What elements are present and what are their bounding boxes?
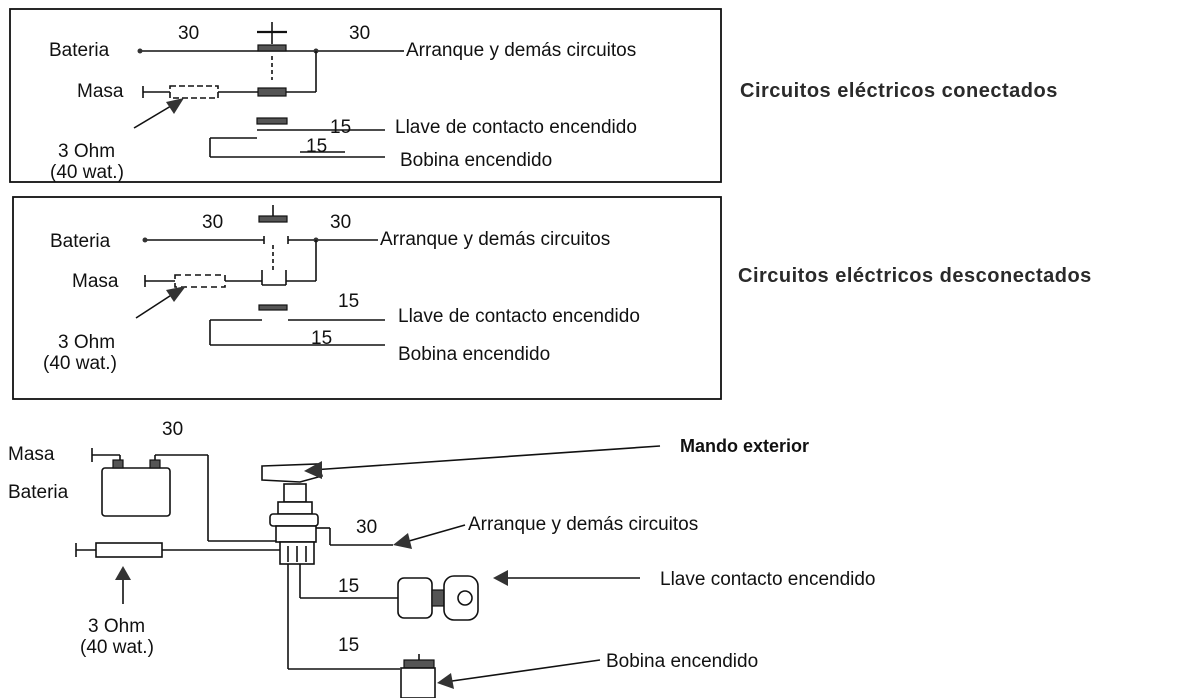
key-switch-head	[443, 575, 479, 621]
masa-contact	[257, 87, 287, 97]
resistor-body-3	[95, 542, 163, 558]
phys-terminal-bobina: 15	[338, 635, 360, 656]
p2-arranque-label: Arranque y demás circuitos	[380, 229, 611, 250]
panel-connected-frame	[9, 8, 722, 183]
resistor-arrow-head-3	[115, 566, 131, 580]
phys-mando-label: Mando exterior	[680, 436, 810, 456]
mando-leader	[311, 445, 661, 471]
phys-resistor-watt: (40 wat.)	[80, 637, 154, 658]
p2-bateria-label: Bateria	[50, 231, 111, 252]
p1-terminal-right: 30	[349, 23, 371, 44]
phys-terminal-llave: 15	[338, 576, 360, 597]
switch-flange	[269, 513, 319, 527]
mando-arrowhead	[304, 461, 322, 479]
arranque-leader-3	[401, 524, 466, 544]
p2-terminal-bobina: 15	[311, 328, 333, 349]
p2-resistor-watt: (40 wat.)	[43, 353, 117, 374]
p2-bobina-label: Bobina encendido	[398, 344, 551, 365]
p1-llave-label: Llave de contacto encendido	[395, 117, 637, 138]
battery-terminal-dot	[137, 48, 143, 54]
arranque-arrowhead	[393, 533, 412, 549]
phys-terminal-arranque: 30	[356, 517, 378, 538]
switch-bridge	[257, 44, 287, 52]
llave-contact	[256, 117, 288, 125]
resistor-arrow-shaft-2	[135, 291, 177, 319]
p2-masa-label: Masa	[72, 271, 119, 292]
resistor-body-2	[174, 274, 226, 288]
key-slot	[457, 590, 473, 606]
phys-terminal-bat: 30	[162, 419, 184, 440]
physical-drawing	[75, 445, 661, 698]
llave-arrowhead	[493, 570, 508, 586]
resistor-arrow-head-2	[166, 286, 186, 302]
mando-lever	[261, 463, 324, 483]
coil-cap	[403, 659, 435, 669]
p1-terminal-left: 30	[178, 23, 200, 44]
battery-body	[101, 467, 171, 517]
phys-masa-label: Masa	[8, 444, 55, 465]
resistor-arrow-shaft	[133, 102, 177, 129]
p2-llave-label: Llave de contacto encendido	[398, 306, 640, 327]
switch-body	[275, 525, 317, 543]
resistor-body	[169, 85, 219, 99]
panel-disconnected-drawing	[12, 196, 722, 400]
p1-masa-label: Masa	[77, 81, 124, 102]
panel-disconnected-frame	[12, 196, 722, 400]
key-switch-body	[397, 577, 433, 619]
p2-resistor-label: 3 Ohm	[58, 332, 116, 353]
p1-terminal-bobina: 15	[306, 136, 328, 157]
p1-arranque-label: Arranque y demás circuitos	[406, 40, 637, 61]
switch-collar	[277, 501, 313, 515]
p1-terminal-llave: 15	[330, 117, 352, 138]
panel-connected-drawing	[9, 8, 722, 183]
p1-resistor-watt: (40 wat.)	[50, 162, 124, 183]
phys-arranque-label: Arranque y demás circuitos	[468, 514, 699, 535]
p1-bobina-label: Bobina encendido	[400, 150, 553, 171]
p1-bateria-label: Bateria	[49, 40, 110, 61]
resistor-arrow-head	[166, 98, 184, 114]
p2-title: Circuitos eléctricos desconectados	[738, 265, 1092, 287]
phys-bateria-label: Bateria	[8, 482, 69, 503]
bobina-arrowhead	[437, 673, 454, 689]
phys-resistor-label: 3 Ohm	[88, 616, 146, 637]
switch-top-2	[258, 215, 288, 223]
p1-resistor-label: 3 Ohm	[58, 141, 116, 162]
p2-terminal-left: 30	[202, 212, 224, 233]
battery-post-neg	[112, 459, 124, 469]
phys-llave-label: Llave contacto encendido	[660, 569, 876, 590]
battery-post-pos	[149, 459, 161, 469]
phys-bobina-label: Bobina encendido	[606, 651, 759, 672]
bobina-leader	[444, 659, 601, 683]
p1-title: Circuitos eléctricos conectados	[740, 80, 1058, 102]
p2-terminal-llave: 15	[338, 291, 360, 312]
battery-terminal-dot-2	[142, 237, 148, 243]
switch-neck	[283, 483, 307, 503]
p2-terminal-right: 30	[330, 212, 352, 233]
llave-contact-2	[258, 304, 288, 311]
key-switch-neck	[431, 589, 445, 607]
coil-body	[400, 667, 436, 698]
